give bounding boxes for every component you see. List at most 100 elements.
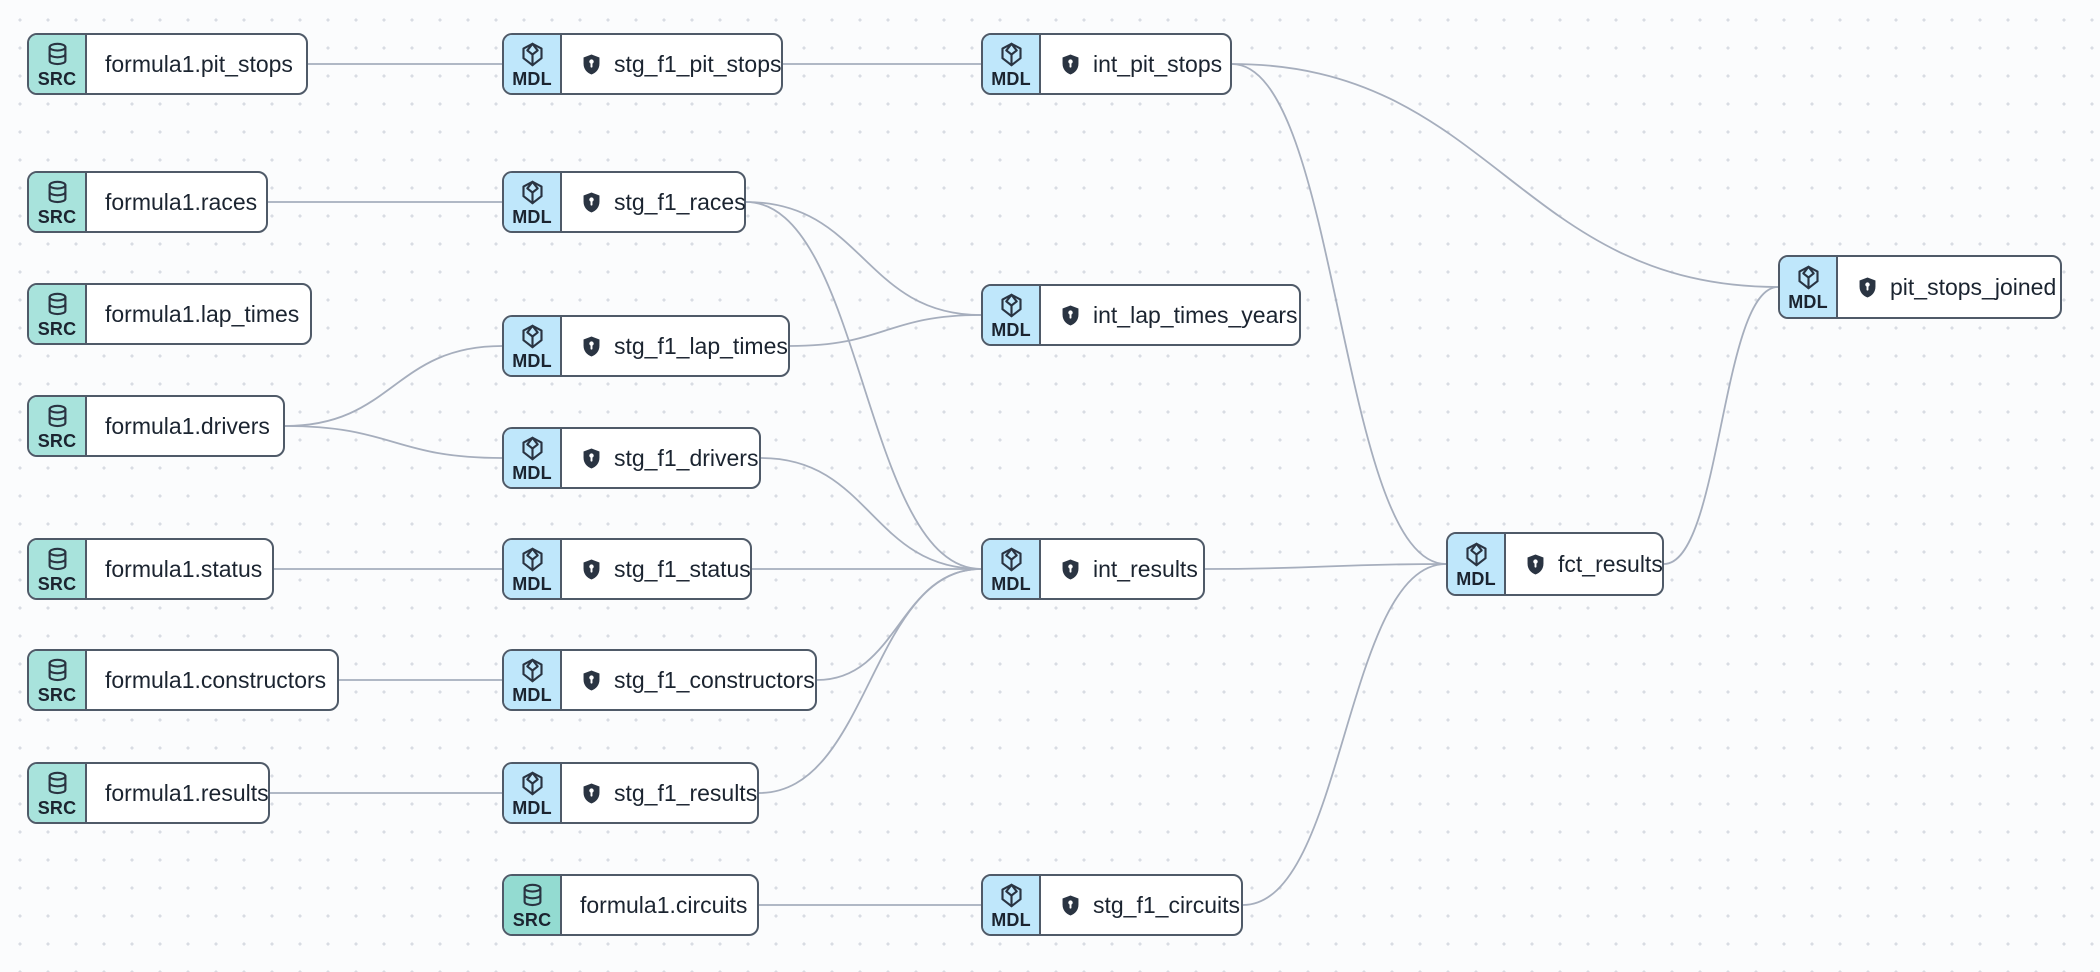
- node-type-label: MDL: [512, 68, 552, 89]
- cube-icon: [998, 546, 1025, 573]
- node-type-label: MDL: [512, 684, 552, 705]
- graph-node-formula1.circuits[interactable]: SRC formula1.circuits: [502, 874, 759, 936]
- shield-icon: [1059, 304, 1082, 327]
- edge-stg_circuits-to-fct_results: [1242, 563, 1447, 906]
- cube-icon: [519, 770, 546, 797]
- cube-icon: [519, 657, 546, 684]
- node-label: stg_f1_races: [614, 188, 746, 215]
- node-body: formula1.status: [87, 540, 280, 598]
- node-label: stg_f1_drivers: [614, 444, 759, 471]
- shield-icon: [580, 191, 603, 214]
- edge-stg_lap_times-to-int_lap_times_years: [789, 314, 982, 347]
- cube-icon: [519, 546, 546, 573]
- node-label: fct_results: [1558, 550, 1663, 577]
- shield-icon: [1524, 553, 1547, 576]
- node-label: formula1.circuits: [580, 891, 748, 918]
- graph-node-formula1.races[interactable]: SRC formula1.races: [27, 171, 268, 233]
- node-body: formula1.races: [87, 173, 275, 231]
- graph-node-stg_f1_pit_stops[interactable]: MDL stg_f1_pit_stops: [502, 33, 783, 95]
- database-icon: [44, 41, 71, 68]
- cube-icon: [519, 323, 546, 350]
- node-type-label: SRC: [37, 430, 77, 451]
- cube-icon: [519, 179, 546, 206]
- shield-icon: [1059, 894, 1082, 917]
- node-type-badge: MDL: [504, 651, 562, 709]
- shield-icon: [580, 669, 603, 692]
- edge-stg_races-to-int_lap_times_years: [745, 201, 982, 316]
- shield-icon: [580, 782, 603, 805]
- node-body: stg_f1_pit_stops: [562, 35, 800, 93]
- graph-node-stg_f1_races[interactable]: MDL stg_f1_races: [502, 171, 746, 233]
- node-type-label: SRC: [37, 797, 77, 818]
- database-icon: [44, 403, 71, 430]
- graph-node-formula1.status[interactable]: SRC formula1.status: [27, 538, 274, 600]
- node-type-label: SRC: [37, 206, 77, 227]
- cube-icon: [998, 292, 1025, 319]
- edge-src_drivers-to-stg_drivers: [284, 425, 503, 459]
- node-label: formula1.races: [105, 188, 258, 215]
- node-label: formula1.pit_stops: [105, 50, 293, 77]
- node-body: stg_f1_circuits: [1041, 876, 1258, 934]
- node-type-badge: SRC: [29, 397, 87, 455]
- database-icon: [44, 179, 71, 206]
- node-body: stg_f1_drivers: [562, 429, 776, 487]
- node-type-badge: MDL: [983, 540, 1041, 598]
- node-body: formula1.lap_times: [87, 285, 317, 343]
- node-type-badge: MDL: [504, 317, 562, 375]
- node-body: formula1.pit_stops: [87, 35, 311, 93]
- node-label: int_lap_times_years: [1093, 301, 1298, 328]
- node-type-badge: MDL: [1780, 257, 1838, 317]
- cube-icon: [1795, 264, 1822, 291]
- node-type-badge: SRC: [29, 35, 87, 93]
- node-type-badge: SRC: [504, 876, 562, 934]
- node-type-badge: SRC: [29, 540, 87, 598]
- node-body: int_results: [1041, 540, 1216, 598]
- graph-node-formula1.pit_stops[interactable]: SRC formula1.pit_stops: [27, 33, 308, 95]
- node-label: formula1.drivers: [105, 412, 270, 439]
- edge-stg_races-to-int_results: [745, 201, 982, 570]
- node-type-badge: MDL: [504, 429, 562, 487]
- node-type-label: MDL: [512, 206, 552, 227]
- node-type-badge: MDL: [504, 540, 562, 598]
- node-label: stg_f1_status: [614, 555, 751, 582]
- node-body: formula1.constructors: [87, 651, 344, 709]
- graph-node-formula1.drivers[interactable]: SRC formula1.drivers: [27, 395, 285, 457]
- edge-fct_results-to-pit_stops_joined: [1663, 286, 1779, 565]
- node-type-label: SRC: [37, 573, 77, 594]
- node-type-badge: MDL: [504, 35, 562, 93]
- node-type-label: MDL: [512, 350, 552, 371]
- node-type-label: MDL: [512, 462, 552, 483]
- edge-int_pit_stops-to-pit_stops_joined: [1231, 63, 1779, 288]
- graph-node-stg_f1_status[interactable]: MDL stg_f1_status: [502, 538, 752, 600]
- node-label: stg_f1_pit_stops: [614, 50, 782, 77]
- cube-icon: [998, 882, 1025, 909]
- node-type-label: SRC: [37, 68, 77, 89]
- shield-icon: [1856, 276, 1879, 299]
- node-body: fct_results: [1506, 534, 1681, 594]
- graph-node-stg_f1_drivers[interactable]: MDL stg_f1_drivers: [502, 427, 761, 489]
- database-icon: [44, 291, 71, 318]
- node-label: formula1.constructors: [105, 666, 327, 693]
- shield-icon: [580, 447, 603, 470]
- node-label: formula1.status: [105, 555, 263, 582]
- node-type-label: SRC: [37, 318, 77, 339]
- node-body: formula1.drivers: [87, 397, 288, 455]
- node-body: stg_f1_results: [562, 764, 775, 822]
- database-icon: [44, 546, 71, 573]
- cube-icon: [519, 435, 546, 462]
- graph-node-int_lap_times_years[interactable]: MDL int_lap_times_years: [981, 284, 1301, 346]
- node-type-badge: MDL: [983, 286, 1041, 344]
- shield-icon: [580, 335, 603, 358]
